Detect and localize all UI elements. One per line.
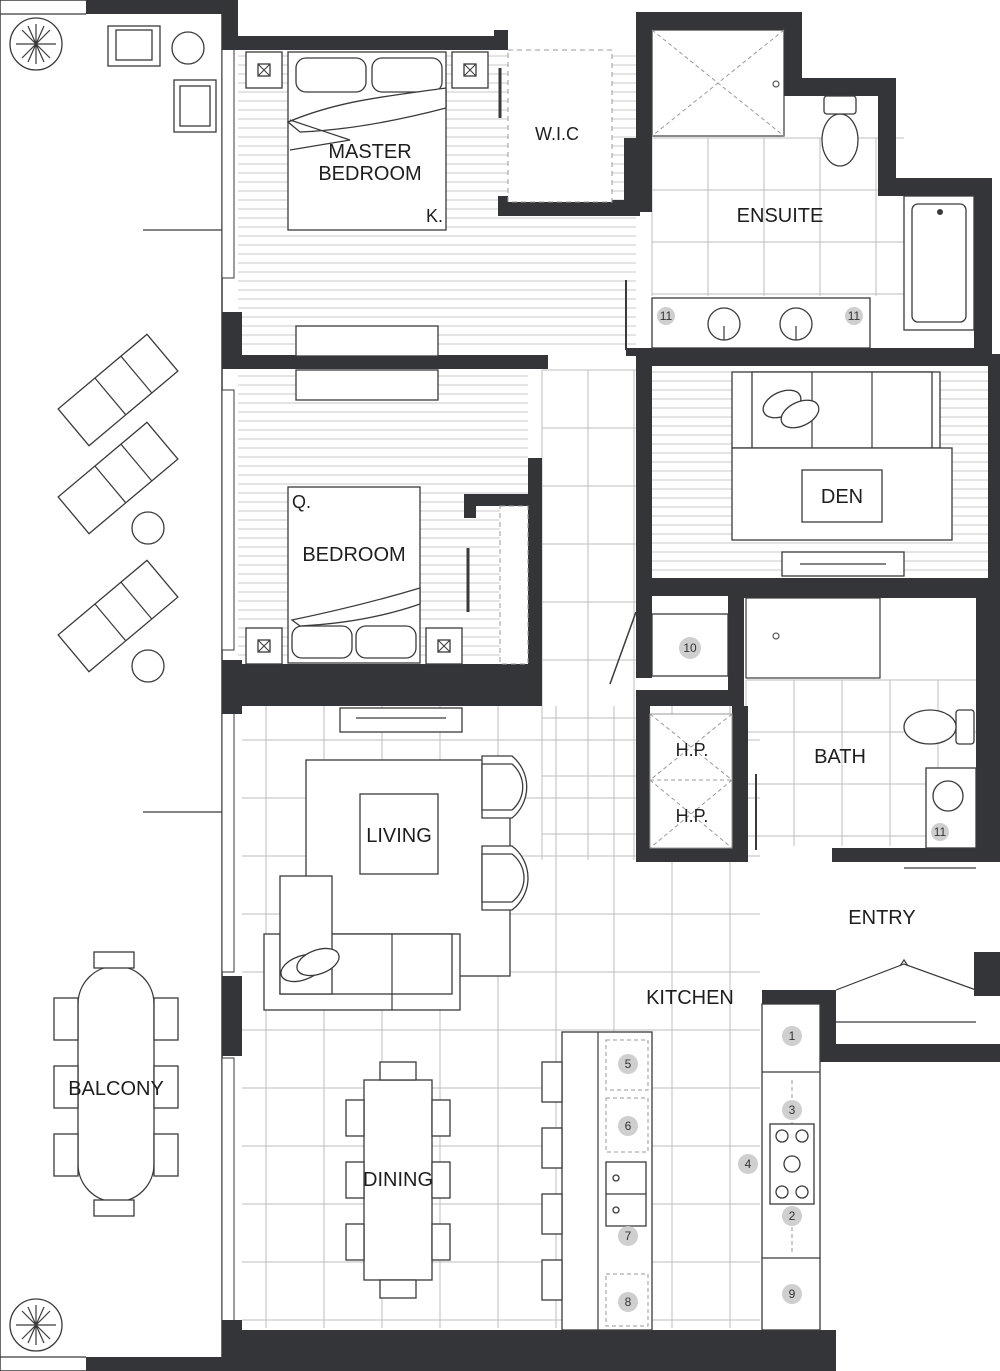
double-vanity <box>651 297 871 349</box>
queen-bed-size-label: Q. <box>292 492 311 512</box>
entry-label: ENTRY <box>848 907 915 929</box>
appliance-marker-11: 11 <box>931 823 949 841</box>
svg-text:6: 6 <box>625 1119 632 1133</box>
appliance-marker-9: 9 <box>782 1284 802 1304</box>
hp-label-1: H.P. <box>676 740 709 760</box>
appliance-marker-3: 3 <box>782 1100 802 1120</box>
stool-icon <box>541 1193 563 1235</box>
hp-closets: H.P. H.P. <box>649 713 733 849</box>
master-bedroom: MASTER BEDROOM K. W.I.C <box>245 49 613 357</box>
dining: DINING <box>345 1061 451 1299</box>
sectional-sofa <box>263 875 461 1011</box>
shower-icon <box>745 597 881 679</box>
bedroom-closet <box>499 505 529 665</box>
nightstand-icon <box>245 627 283 665</box>
armchair-icon <box>481 845 529 911</box>
appliance-marker-10: 10 <box>679 637 701 659</box>
ensuite: ENSUITE 11 11 <box>625 29 975 350</box>
svg-text:7: 7 <box>625 1229 632 1243</box>
dresser <box>295 325 439 357</box>
ensuite-label: ENSUITE <box>737 205 824 227</box>
appliance-marker-11: 11 <box>845 307 863 325</box>
balcony <box>0 0 223 1371</box>
lounger-icon <box>57 559 179 673</box>
cooktop-icon <box>769 1123 815 1205</box>
king-bed <box>286 51 447 231</box>
bathtub-icon <box>903 195 975 331</box>
tv-console <box>339 707 463 733</box>
svg-text:11: 11 <box>848 309 861 323</box>
wic-closet <box>498 49 613 203</box>
den-label: DEN <box>821 486 863 508</box>
appliance-marker-4: 4 <box>738 1154 758 1174</box>
outdoor-chair-icon <box>173 79 217 133</box>
appliance-marker-1: 1 <box>782 1026 802 1046</box>
stool-icon <box>541 1127 563 1169</box>
queen-bed <box>287 486 421 664</box>
outdoor-chair-icon <box>107 25 161 67</box>
appliance-marker-6: 6 <box>618 1116 638 1136</box>
appliance-marker-11: 11 <box>657 307 675 325</box>
ensuite-tile-floor <box>651 137 904 296</box>
toilet-icon <box>903 709 975 745</box>
appliance-marker-2: 2 <box>782 1206 802 1226</box>
bath: BATH 11 <box>745 597 977 850</box>
appliance-marker-8: 8 <box>618 1292 638 1312</box>
dining-label: DINING <box>363 1169 433 1191</box>
dresser <box>295 369 439 401</box>
svg-text:1: 1 <box>789 1029 796 1043</box>
svg-text:9: 9 <box>789 1287 796 1301</box>
svg-text:3: 3 <box>789 1103 796 1117</box>
appliance-marker-5: 5 <box>618 1054 638 1074</box>
shower-icon <box>651 29 785 137</box>
master-bedroom-label-line2: BEDROOM <box>318 163 421 185</box>
den-table <box>801 469 883 523</box>
plant-icon <box>9 17 63 71</box>
lounger-icon <box>57 333 179 447</box>
bedroom-label: BEDROOM <box>302 544 405 566</box>
svg-text:2: 2 <box>789 1209 796 1223</box>
wic-label: W.I.C <box>535 124 579 144</box>
side-table-icon <box>171 31 205 65</box>
appliance-marker-7: 7 <box>618 1226 638 1246</box>
stool-icon <box>541 1259 563 1301</box>
den-sofa <box>731 371 941 449</box>
svg-text:4: 4 <box>745 1157 752 1171</box>
sink-icon <box>605 1161 647 1227</box>
toilet-icon <box>821 95 859 167</box>
living: LIVING <box>263 707 529 1011</box>
armchair-icon <box>481 755 528 819</box>
side-table-icon <box>131 511 165 545</box>
coffee-table <box>359 793 439 875</box>
kitchen: KITCHEN 1 2 3 4 5 <box>541 987 821 1331</box>
den: DEN <box>731 371 953 577</box>
balcony-dining-table <box>53 951 179 1217</box>
balcony-sliding-doors <box>143 47 235 1325</box>
walls <box>86 0 1000 1371</box>
lounger-icon <box>57 421 179 535</box>
svg-text:11: 11 <box>934 825 947 839</box>
svg-text:10: 10 <box>683 641 697 655</box>
nightstand-icon <box>451 51 489 89</box>
master-bedroom-label-line1: MASTER <box>328 141 411 163</box>
laundry-closet: 10 <box>609 611 729 685</box>
bath-label: BATH <box>814 746 866 768</box>
svg-text:11: 11 <box>660 309 673 323</box>
living-label: LIVING <box>366 825 432 847</box>
balcony-label: BALCONY <box>68 1078 164 1100</box>
stool-icon <box>541 1061 563 1103</box>
svg-text:5: 5 <box>625 1057 632 1071</box>
hp-label-2: H.P. <box>676 806 709 826</box>
plant-icon <box>9 1298 63 1352</box>
entry: ENTRY <box>835 867 977 1023</box>
nightstand-icon <box>425 627 463 665</box>
svg-text:8: 8 <box>625 1295 632 1309</box>
bedroom: Q. BEDROOM <box>245 369 529 665</box>
nightstand-icon <box>245 51 283 89</box>
side-table-icon <box>131 649 165 683</box>
kitchen-label: KITCHEN <box>646 987 734 1009</box>
king-bed-size-label: K. <box>426 206 443 226</box>
